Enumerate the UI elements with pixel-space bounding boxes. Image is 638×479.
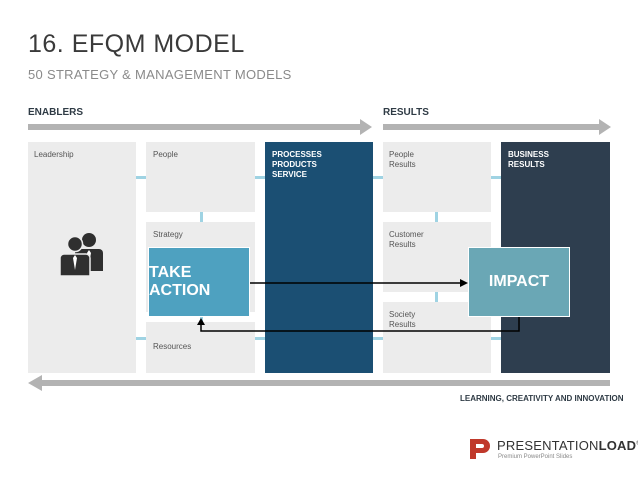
- connector-people-customer: [435, 212, 438, 222]
- people-box: People: [146, 142, 255, 212]
- results-arrowhead: [599, 119, 611, 135]
- enablers-arrow-bar: [28, 124, 364, 130]
- take-action-label: TAKE ACTION: [149, 264, 211, 299]
- connector-leadership-people: [136, 176, 146, 179]
- connector-processes-people-results: [373, 176, 383, 179]
- connector-people-results-business: [491, 176, 501, 179]
- people-icon: [59, 233, 103, 276]
- connector-processes-society-results: [373, 337, 383, 340]
- connector-customer-society: [435, 292, 438, 302]
- customer-results-label: Customer Results: [389, 230, 424, 249]
- resources-label: Resources: [153, 342, 192, 351]
- learning-label: LEARNING, CREATIVITY AND INNOVATION: [460, 394, 624, 403]
- business-results-label: BUSINESS RESULTS: [508, 150, 549, 169]
- connector-strategy-resources: [200, 312, 203, 322]
- enablers-label: ENABLERS: [28, 107, 84, 118]
- people-results-label: People Results: [389, 150, 416, 169]
- logo-tagline: Premium PowerPoint Slides: [498, 454, 573, 460]
- logo-name-light: PRESENTATION: [497, 438, 599, 453]
- presentationload-logo-icon: [467, 436, 493, 462]
- connector-leadership-resources: [136, 337, 146, 340]
- people-label: People: [153, 150, 178, 159]
- society-results-label: Society Results: [389, 310, 416, 329]
- connector-people-strategy: [200, 212, 203, 222]
- processes-box: PROCESSES PRODUCTS SERVICE: [265, 142, 373, 373]
- impact-to-action-line: [200, 316, 520, 332]
- logo-name-bold: LOAD: [598, 438, 637, 453]
- connector-people-processes: [255, 176, 265, 179]
- leadership-label: Leadership: [34, 150, 74, 159]
- impact-label: IMPACT: [488, 273, 550, 290]
- results-arrow-bar: [383, 124, 603, 130]
- results-label: RESULTS: [383, 107, 429, 118]
- connector-resources-processes: [255, 337, 265, 340]
- action-to-impact-arrowhead: [460, 279, 468, 287]
- page-subtitle: 50 STRATEGY & MANAGEMENT MODELS: [28, 67, 292, 82]
- strategy-label: Strategy: [153, 230, 183, 239]
- page-title: 16. EFQM MODEL: [28, 30, 245, 58]
- logo-wordmark: PRESENTATIONLOAD®: [497, 438, 638, 453]
- processes-label: PROCESSES PRODUCTS SERVICE: [272, 150, 322, 179]
- learning-arrowhead: [28, 375, 42, 391]
- learning-arrow-bar: [40, 380, 610, 386]
- take-action-box: TAKE ACTION: [149, 248, 249, 316]
- people-results-box: People Results: [383, 142, 491, 212]
- impact-box: IMPACT: [469, 248, 569, 316]
- connector-society-business: [491, 337, 501, 340]
- impact-to-action-arrowhead: [197, 318, 205, 325]
- leadership-box: Leadership: [28, 142, 136, 373]
- enablers-arrowhead: [360, 119, 372, 135]
